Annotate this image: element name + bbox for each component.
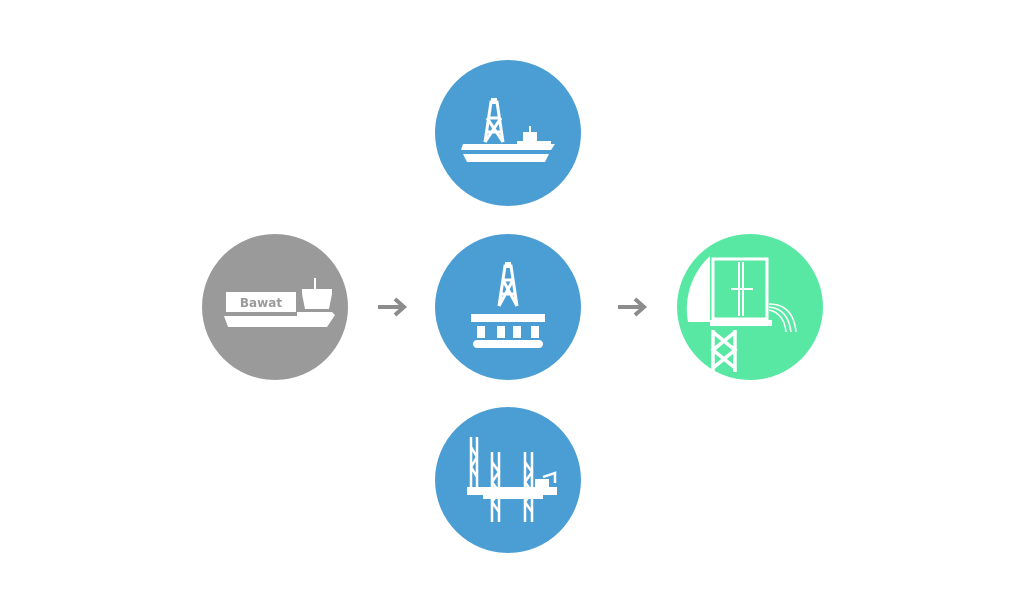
semi-submersible-rig-icon	[471, 262, 545, 348]
jackup-rig-node	[435, 407, 581, 553]
arrow-right-icon	[616, 295, 650, 319]
jackup-rig-icon	[467, 437, 557, 522]
cargo-ship-node: Bawat	[202, 234, 348, 380]
offshore-platform-node	[677, 234, 823, 380]
semi-submersible-node	[435, 234, 581, 380]
arrow-right-icon	[376, 295, 410, 319]
cargo-ship-icon: Bawat	[224, 278, 335, 327]
drillship-node	[435, 60, 581, 206]
offshore-platform-discharge-icon	[686, 256, 797, 372]
drillship-icon	[461, 98, 555, 162]
ship-label: Bawat	[240, 296, 282, 310]
